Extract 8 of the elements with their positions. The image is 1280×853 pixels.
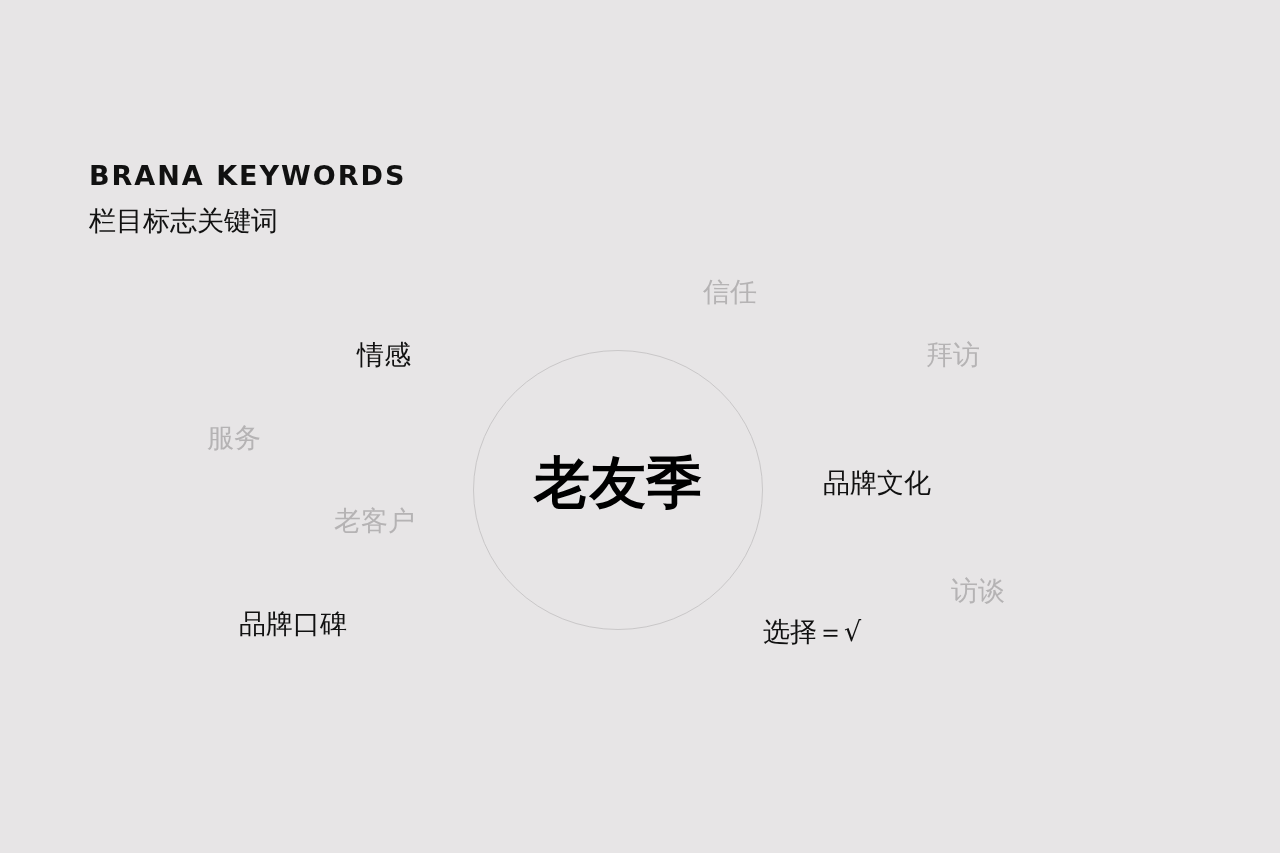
center-circle — [473, 350, 763, 630]
keyword: 品牌文化 — [823, 469, 931, 496]
keyword: 选择＝√ — [763, 618, 862, 645]
keyword: 品牌口碑 — [239, 610, 347, 637]
subheading: 栏目标志关键词 — [89, 207, 278, 234]
center-keyword: 老友季 — [532, 455, 703, 511]
keyword: 情感 — [357, 341, 411, 368]
heading: BRANA KEYWORDS — [89, 162, 407, 189]
